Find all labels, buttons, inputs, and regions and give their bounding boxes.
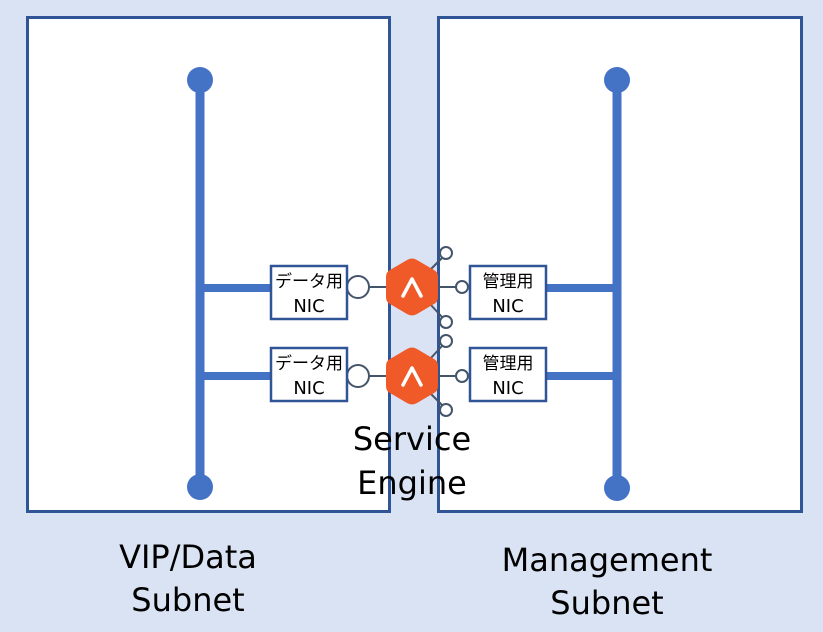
- data-nic-connector: [346, 275, 370, 299]
- svg-text:データ用: データ用: [275, 271, 343, 292]
- data-nic-2: データ用 NIC: [269, 346, 349, 403]
- caret-up-icon: [401, 277, 423, 298]
- data-nic-connector: [346, 364, 370, 388]
- service-engine-hexagon: [386, 258, 438, 316]
- port-connector: [439, 403, 453, 417]
- management-bus: [546, 67, 630, 501]
- svg-text:管理用: 管理用: [483, 272, 534, 292]
- caret-up-icon: [401, 366, 423, 387]
- management-subnet-label-line1: Management: [502, 541, 713, 579]
- bus-endpoint-top: [187, 67, 213, 93]
- service-engine-label-line2: Engine: [357, 464, 467, 502]
- port-connector: [439, 246, 453, 260]
- svg-text:NIC: NIC: [293, 296, 324, 317]
- vip-data-subnet-box: [26, 16, 391, 513]
- port-connector: [439, 334, 453, 348]
- bus-endpoint-bottom: [604, 475, 630, 501]
- mgmt-nic-connector: [455, 369, 469, 383]
- vip-data-subnet-label-line1: VIP/Data: [119, 538, 257, 576]
- service-engine-hexagon: [386, 347, 438, 405]
- management-subnet-label-line2: Subnet: [550, 584, 663, 622]
- svg-text:管理用: 管理用: [483, 354, 534, 374]
- service-engine-label-line1: Service: [353, 420, 471, 458]
- bus-endpoint-bottom: [187, 474, 213, 500]
- vip-data-bus: [187, 67, 271, 500]
- data-nic-1: データ用 NIC: [269, 264, 349, 321]
- service-engine-1: [346, 246, 469, 329]
- svg-text:NIC: NIC: [492, 378, 523, 399]
- port-connector: [439, 315, 453, 329]
- mgmt-nic-connector: [455, 280, 469, 294]
- svg-text:データ用: データ用: [275, 353, 343, 374]
- management-nic-2: 管理用 NIC: [468, 346, 548, 403]
- bus-endpoint-top: [604, 67, 630, 93]
- vip-data-subnet-label-line2: Subnet: [131, 581, 244, 619]
- svg-text:NIC: NIC: [492, 296, 523, 317]
- service-engine-2: [346, 334, 469, 417]
- svg-text:NIC: NIC: [293, 378, 324, 399]
- management-nic-1: 管理用 NIC: [468, 264, 548, 321]
